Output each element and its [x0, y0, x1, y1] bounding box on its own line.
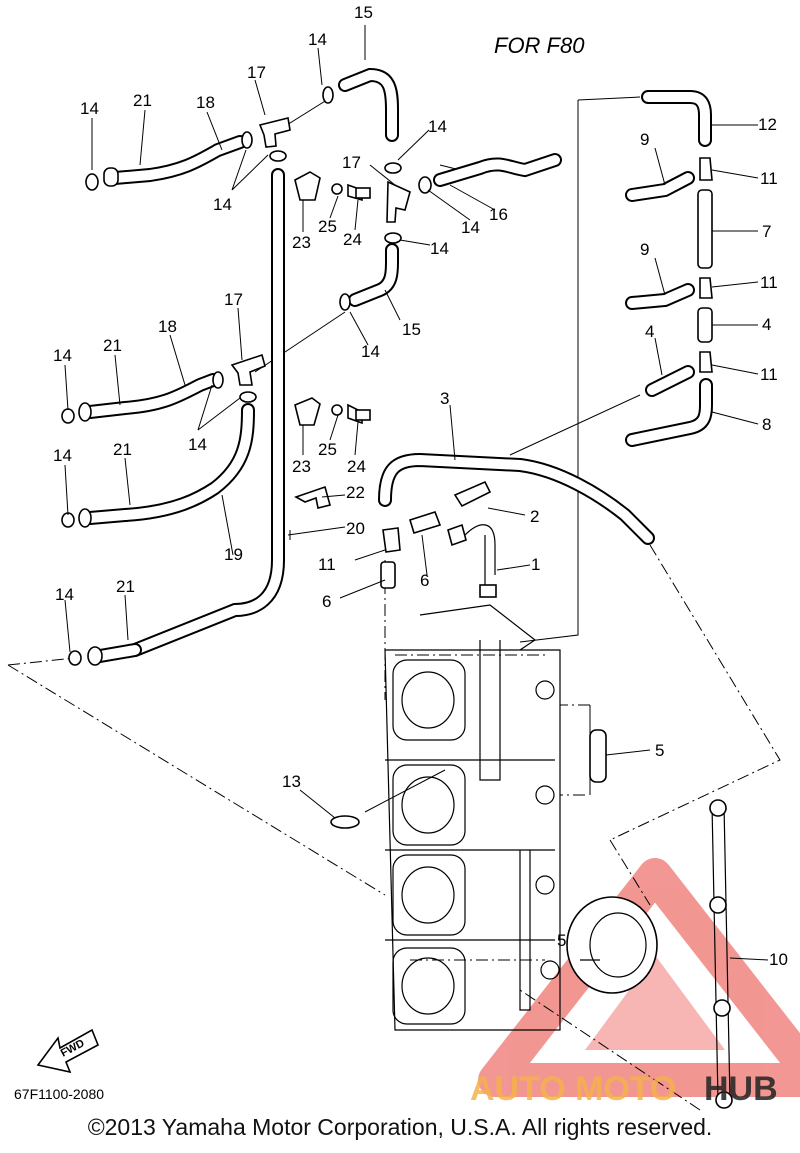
- callout-15: 15: [354, 3, 373, 22]
- callout-14: 14: [80, 99, 99, 118]
- callout-numbers: 15 14 17 21 18 14 14 14 17 25 24 23 14 1…: [53, 3, 788, 969]
- watermark-logo: [478, 858, 800, 1097]
- callout-19: 19: [224, 545, 243, 564]
- callout-21: 21: [133, 91, 152, 110]
- callout-14: 14: [428, 117, 447, 136]
- callout-14: 14: [55, 585, 74, 604]
- callout-10: 10: [769, 950, 788, 969]
- hose-12: [641, 90, 712, 147]
- callout-4: 4: [645, 322, 654, 341]
- callout-5: 5: [557, 931, 566, 950]
- copyright-notice: ©2013 Yamaha Motor Corporation, U.S.A. A…: [87, 1114, 713, 1140]
- watermark-text: AUTO MOTO HUB: [470, 1070, 778, 1108]
- callout-15: 15: [402, 320, 421, 339]
- part-code: 67F1100-2080: [14, 1086, 104, 1102]
- hose-assembly-middle: [61, 353, 266, 424]
- callout-11: 11: [318, 555, 336, 574]
- callout-11: 11: [760, 365, 778, 384]
- callout-21: 21: [103, 336, 122, 355]
- hose-assembly-upper: [85, 86, 334, 191]
- hose-15-upper: [338, 67, 399, 142]
- callout-20: 20: [346, 519, 365, 538]
- callout-14: 14: [308, 30, 327, 49]
- callout-11: 11: [760, 273, 778, 292]
- hose-15-middle: [339, 243, 399, 311]
- callout-7: 7: [762, 222, 771, 241]
- callout-4: 4: [762, 315, 771, 334]
- callout-12: 12: [758, 115, 777, 134]
- callout-25: 25: [318, 217, 337, 236]
- model-heading: FOR F80: [494, 33, 585, 58]
- callout-18: 18: [196, 93, 215, 112]
- callout-13: 13: [282, 772, 301, 791]
- callout-6: 6: [322, 592, 331, 611]
- callout-24: 24: [343, 230, 362, 249]
- fuel-pump: [566, 896, 658, 994]
- callout-leaders: [64, 25, 769, 961]
- fitting-17-right: [384, 153, 562, 244]
- callout-14: 14: [361, 342, 380, 361]
- hoses-right: [625, 157, 713, 447]
- callout-3: 3: [440, 389, 449, 408]
- callout-23: 23: [292, 233, 311, 252]
- callout-18: 18: [158, 317, 177, 336]
- watermark-moto: MOTO: [575, 1070, 676, 1108]
- callout-17: 17: [224, 290, 243, 309]
- callout-14: 14: [53, 446, 72, 465]
- callout-22: 22: [346, 483, 365, 502]
- callout-9: 9: [640, 240, 649, 259]
- callout-8: 8: [762, 415, 771, 434]
- callout-14: 14: [53, 346, 72, 365]
- callout-1: 1: [531, 555, 540, 574]
- callout-17: 17: [247, 63, 266, 82]
- leader-lines: [7, 96, 781, 1111]
- clamp-13: [330, 769, 446, 829]
- callout-14: 14: [213, 195, 232, 214]
- callout-6: 6: [420, 571, 429, 590]
- hose-19: [61, 403, 255, 528]
- clip-upper: [294, 171, 371, 202]
- clip-lower: [294, 397, 371, 509]
- pipe-20: [68, 168, 285, 666]
- callout-14: 14: [430, 239, 449, 258]
- watermark-hub: HUB: [704, 1070, 778, 1108]
- intake-manifold-block: [384, 604, 561, 1031]
- filter-2: [409, 480, 497, 598]
- callout-24: 24: [347, 457, 366, 476]
- callout-21: 21: [113, 440, 132, 459]
- callout-23: 23: [292, 457, 311, 476]
- callout-11: 11: [760, 169, 778, 188]
- callout-9: 9: [640, 130, 649, 149]
- callout-14: 14: [461, 218, 480, 237]
- callout-21: 21: [116, 577, 135, 596]
- callout-16: 16: [489, 205, 508, 224]
- hose-3: [378, 452, 655, 545]
- watermark-auto: AUTO: [470, 1070, 566, 1108]
- callout-5: 5: [655, 741, 664, 760]
- callout-2: 2: [530, 507, 539, 526]
- fitting-11-left: [380, 527, 401, 589]
- callout-25: 25: [318, 440, 337, 459]
- hose-5-short: [589, 729, 607, 783]
- callout-17: 17: [342, 153, 361, 172]
- fwd-arrow-icon: FWD: [36, 1028, 100, 1074]
- callout-14: 14: [188, 435, 207, 454]
- link-rod-10: [709, 799, 733, 1109]
